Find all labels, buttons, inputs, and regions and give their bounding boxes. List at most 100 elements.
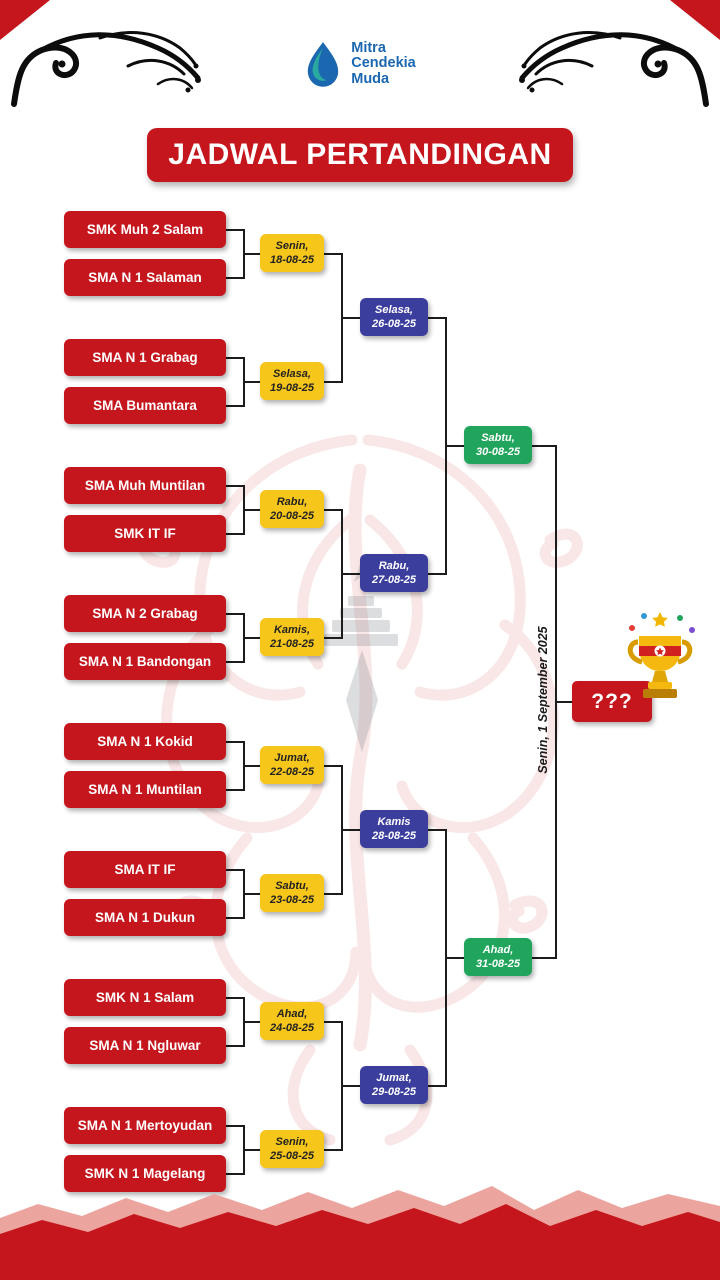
logo-line: Mitra bbox=[351, 39, 386, 56]
bracket-connector-line bbox=[226, 660, 244, 663]
match-day: Selasa, bbox=[273, 367, 311, 380]
match-day: Jumat, bbox=[274, 751, 310, 764]
bracket-connector-line bbox=[244, 380, 260, 383]
bracket-connector-line bbox=[324, 508, 342, 511]
bracket-connector-line bbox=[342, 1084, 360, 1087]
final-winner-box: ??? bbox=[572, 681, 652, 722]
match-day: Rabu, bbox=[378, 559, 410, 572]
team-box: SMA N 1 Dukun bbox=[64, 899, 226, 936]
match-date-box-r1: Senin, 25-08-25 bbox=[260, 1130, 324, 1168]
match-date-box-r1: Selasa, 19-08-25 bbox=[260, 362, 324, 400]
bracket-connector-line bbox=[226, 916, 244, 919]
logo-line: Cendekia bbox=[351, 55, 416, 72]
bracket-connector-line bbox=[324, 892, 342, 895]
bracket-connector-line bbox=[244, 764, 260, 767]
team-box: SMA N 1 Mertoyudan bbox=[64, 1107, 226, 1144]
bracket-connector-line bbox=[226, 228, 244, 231]
bracket-connector-line bbox=[226, 1044, 244, 1047]
bracket-connector-line bbox=[226, 356, 244, 359]
match-date-box-r2: Jumat, 29-08-25 bbox=[360, 1066, 428, 1104]
bracket-connector-line bbox=[324, 764, 342, 767]
match-date: 21-08-25 bbox=[269, 638, 315, 650]
torn-paper-edge bbox=[0, 1186, 720, 1280]
match-date-box-r1: Jumat, 22-08-25 bbox=[260, 746, 324, 784]
bracket-connector-line bbox=[342, 572, 360, 575]
match-day: Selasa, bbox=[375, 303, 413, 316]
bracket-connector-line bbox=[226, 996, 244, 999]
match-date: 30-08-25 bbox=[475, 446, 521, 458]
match-day: Rabu, bbox=[276, 495, 308, 508]
bracket-connector-line bbox=[324, 636, 342, 639]
bracket-connector-line bbox=[226, 532, 244, 535]
match-day: Sabtu, bbox=[275, 879, 309, 892]
bracket-connector-line bbox=[226, 1124, 244, 1127]
match-date: 22-08-25 bbox=[269, 766, 315, 778]
bracket-connector-line bbox=[226, 788, 244, 791]
logo-line: Muda bbox=[351, 70, 390, 87]
bracket-connector-line bbox=[428, 316, 446, 319]
match-date: 31-08-25 bbox=[475, 958, 521, 970]
bracket-connector-line bbox=[342, 316, 360, 319]
bracket-connector-line bbox=[324, 1020, 342, 1023]
team-box: SMA N 1 Kokid bbox=[64, 723, 226, 760]
bracket-connector-line bbox=[226, 276, 244, 279]
bracket-connector-line bbox=[244, 892, 260, 895]
logo-drop-icon bbox=[308, 42, 339, 87]
team-box: SMA N 1 Ngluwar bbox=[64, 1027, 226, 1064]
page-title: JADWAL PERTANDINGAN bbox=[168, 138, 552, 171]
bracket-connector-line bbox=[428, 1084, 446, 1087]
bracket-connector-line bbox=[324, 380, 342, 383]
bracket-connector-line bbox=[428, 572, 446, 575]
match-date-box-r2: Selasa, 26-08-25 bbox=[360, 298, 428, 336]
bracket-connector-line bbox=[226, 484, 244, 487]
team-box: SMA N 1 Muntilan bbox=[64, 771, 226, 808]
match-date: 26-08-25 bbox=[371, 318, 417, 330]
match-date: 28-08-25 bbox=[371, 830, 417, 842]
bracket-connector-line bbox=[226, 740, 244, 743]
final-date-label: Senin, 1 September 2025 bbox=[536, 626, 550, 774]
match-date: 19-08-25 bbox=[269, 382, 315, 394]
team-box: SMA Muh Muntilan bbox=[64, 467, 226, 504]
bracket-connector-line bbox=[226, 1172, 244, 1175]
match-date: 23-08-25 bbox=[269, 894, 315, 906]
match-date: 29-08-25 bbox=[371, 1086, 417, 1098]
bracket-connector-line bbox=[226, 612, 244, 615]
bracket-connector-line bbox=[532, 956, 556, 959]
team-box: SMK IT IF bbox=[64, 515, 226, 552]
bracket-connector-line bbox=[244, 636, 260, 639]
match-date: 27-08-25 bbox=[371, 574, 417, 586]
bracket-connector-line bbox=[324, 1148, 342, 1151]
match-date: 24-08-25 bbox=[269, 1022, 315, 1034]
bracket-connector-line bbox=[428, 828, 446, 831]
match-day: Sabtu, bbox=[481, 431, 515, 444]
corner-triangle-right bbox=[670, 0, 720, 40]
team-box: SMA Bumantara bbox=[64, 387, 226, 424]
bracket-connector-line bbox=[532, 444, 556, 447]
bracket-connector-line bbox=[556, 700, 572, 703]
bracket-connector-line bbox=[446, 956, 464, 959]
team-box: SMA N 1 Grabag bbox=[64, 339, 226, 376]
match-date-box-r1: Senin, 18-08-25 bbox=[260, 234, 324, 272]
trophy-icon bbox=[627, 612, 695, 698]
match-date: 20-08-25 bbox=[269, 510, 315, 522]
match-day: Kamis, bbox=[273, 623, 311, 636]
flourish-ornament-right bbox=[519, 31, 709, 107]
bracket-connector-line bbox=[244, 1148, 260, 1151]
team-box: SMK N 1 Salam bbox=[64, 979, 226, 1016]
match-date-box-r1: Ahad, 24-08-25 bbox=[260, 1002, 324, 1040]
title-banner: JADWAL PERTANDINGAN bbox=[147, 128, 573, 182]
match-date-box-r1: Sabtu, 23-08-25 bbox=[260, 874, 324, 912]
match-date-box-r3: Sabtu, 30-08-25 bbox=[464, 426, 532, 464]
logo: Mitra Cendekia Muda bbox=[0, 40, 720, 88]
bracket-connector-line bbox=[244, 252, 260, 255]
match-date-box-r3: Ahad, 31-08-25 bbox=[464, 938, 532, 976]
bracket-connector-line bbox=[342, 828, 360, 831]
team-box: SMA IT IF bbox=[64, 851, 226, 888]
match-date-box-r2: Kamis 28-08-25 bbox=[360, 810, 428, 848]
team-box: SMA N 2 Grabag bbox=[64, 595, 226, 632]
team-box: SMA N 1 Salaman bbox=[64, 259, 226, 296]
match-date: 25-08-25 bbox=[269, 1150, 315, 1162]
match-date-box-r1: Kamis, 21-08-25 bbox=[260, 618, 324, 656]
bracket-connector-line bbox=[226, 868, 244, 871]
